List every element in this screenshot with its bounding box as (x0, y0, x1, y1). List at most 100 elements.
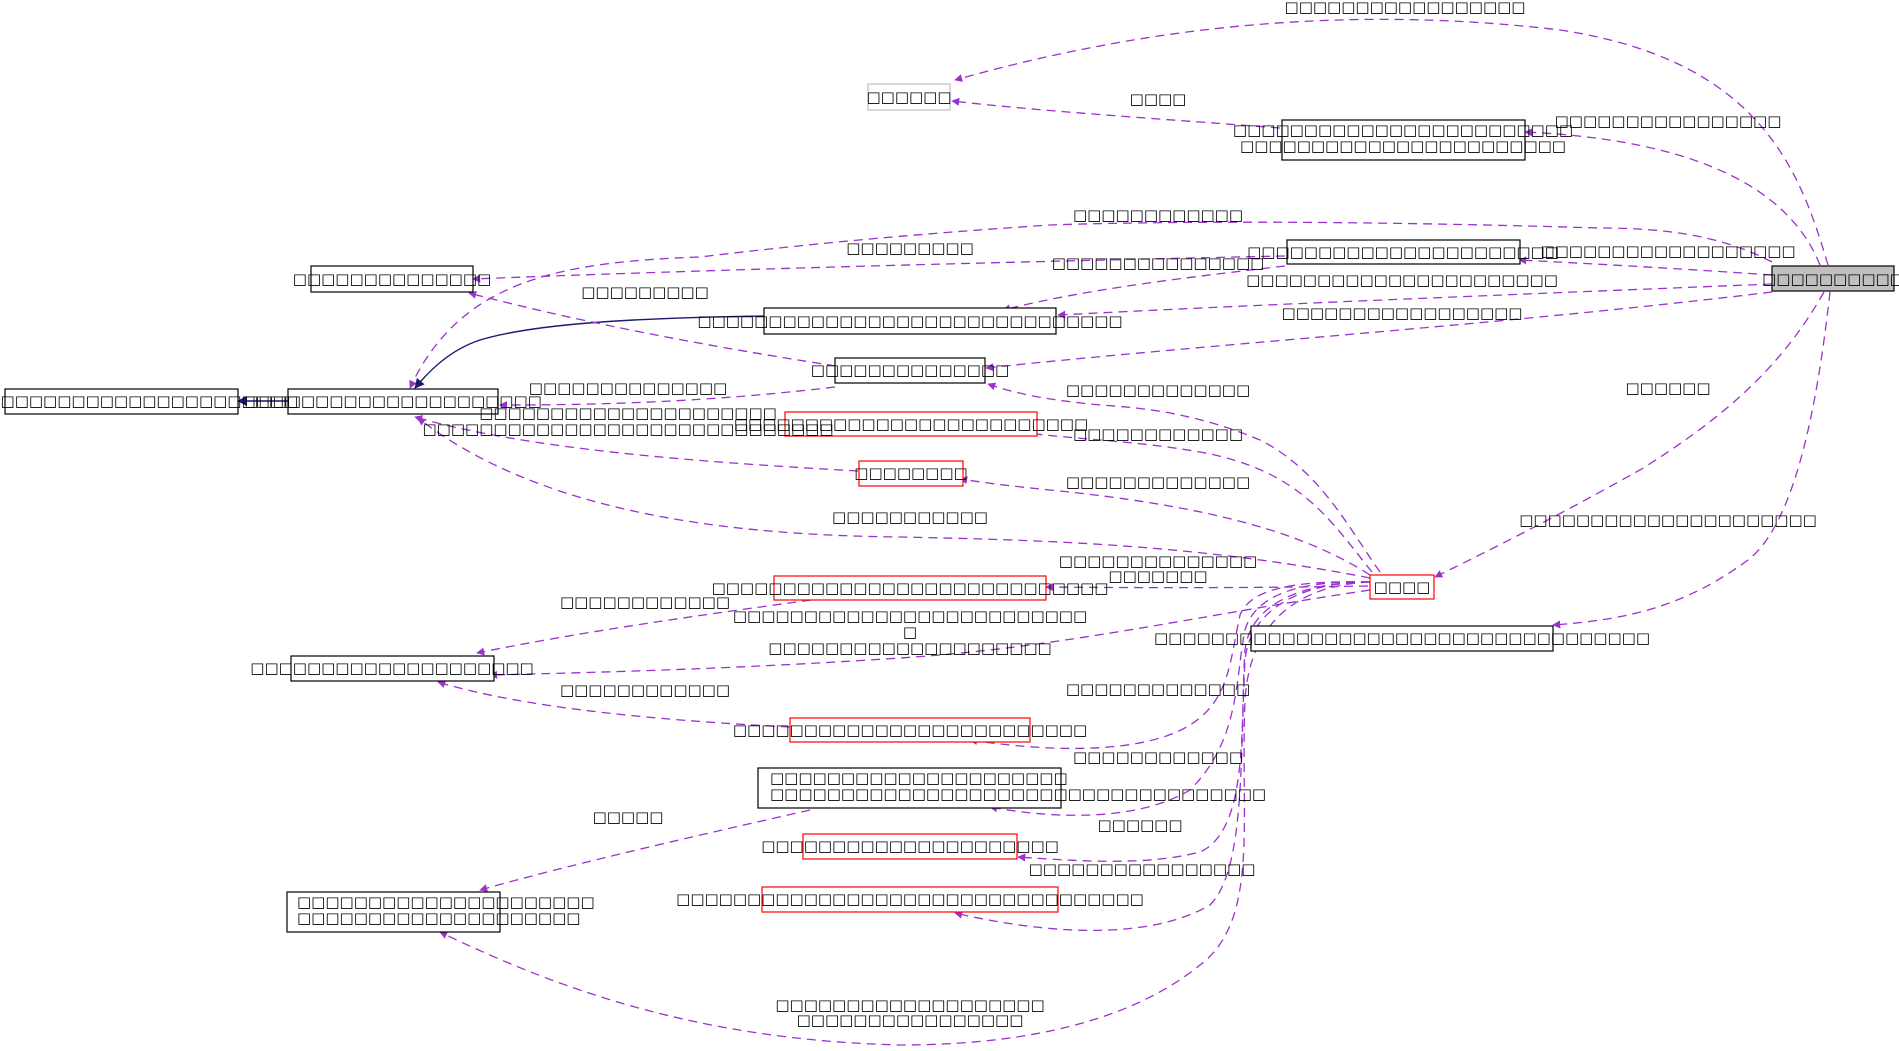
node-two-line-left-label-2: □□□□□□□□□□□□□□□□□□□□ (297, 909, 580, 927)
node-red-1-label: □□□□□□□□□□□□□□□□□□□□□□□□□ (734, 415, 1088, 433)
node-focus-label: □□□□□□□□□□ (1762, 270, 1899, 288)
node-red-3-label: □□□□□□□□□□□□□□□□□□□□□□□□□□□□ (712, 579, 1109, 597)
node-red-6-label: □□□□□□□□□□□□□□□□□□□□□□□□□□□□□□□□□ (676, 890, 1144, 908)
edge-red-2-to-left-hub (414, 415, 859, 472)
edge-label-center-small-from-focus: □□□□□□□□□□□□□□□□□ (1282, 304, 1523, 322)
edge-label-two-line-top: □□□□□□□□□□□□□□□□ (1555, 112, 1782, 130)
node-red-5-label: □□□□□□□□□□□□□□□□□□□□□ (761, 837, 1059, 855)
edge-center-small-to-left-hub (499, 386, 836, 409)
edge-label-left-mid-from-red4: □□□□□□□□□□□□ (560, 681, 730, 699)
node-two-line-left-label-1: □□□□□□□□□□□□□□□□□□□□□ (297, 893, 595, 911)
edge-red-hub-to-left-hub-arc (417, 417, 1371, 579)
edge-label-red-3-1: □□□□□□□□□□□□□□ (1059, 552, 1257, 570)
edge-label-small-from-red-hub: □□□□□□□□□□□□□ (1066, 381, 1250, 399)
edge-label-hub-two-line-2: □□□□□□□□□□□□□□□□□□□□□□□□□□□□□ (423, 420, 834, 438)
node-top-gray[interactable]: □□□□□□ (866, 83, 952, 111)
edge-red-hub-to-two-line-center (989, 581, 1371, 816)
edge-red-hub-to-red-6 (954, 581, 1371, 932)
node-red-1[interactable]: □□□□□□□□□□□□□□□□□□□□□□□□□ (734, 411, 1088, 437)
node-two-line-left[interactable]: □□□□□□□□□□□□□□□□□□□□□ □□□□□□□□□□□□□□□□□□… (286, 891, 595, 933)
edge-label-left-upper-arc: □□□□□□□□□□□□ (1073, 206, 1243, 224)
node-far-left-label: □□□□□□□□□□□□□□□□□□□□□□□□□ (0, 392, 298, 410)
node-left-upper-label: □□□□□□□□□□□□□□ (293, 270, 491, 288)
edge-label-hub-from-red-hub: □□□□□□□□□□□ (832, 508, 988, 526)
edge-mid-right-to-center-long (1002, 265, 1286, 313)
edge-mid-right-to-left-upper (472, 255, 1286, 283)
node-two-line-center[interactable]: □□□□□□□□□□□□□□□□□□□□□ □□□□□□□□□□□□□□□□□□… (757, 767, 1266, 809)
edge-label-center-long: □□□□□□□□□□□□□□□□□□□□□□ (1246, 271, 1558, 289)
edge-label-left-upper-from-small: □□□□□□□□□ (581, 283, 709, 301)
node-two-line-top-label-2: □□□□□□□□□□□□□□□□□□□□□□□ (1240, 137, 1566, 155)
edge-red-3-to-left-mid (476, 597, 827, 656)
edge-label-left-mid-three-2: □ (903, 623, 917, 641)
edge-two-line-center-to-left-bottom (479, 809, 811, 892)
edge-center-long-to-left-hub (414, 315, 766, 389)
node-red-5[interactable]: □□□□□□□□□□□□□□□□□□□□□ (761, 833, 1059, 860)
node-far-left[interactable]: □□□□□□□□□□□□□□□□□□□□□□□□□ (0, 388, 298, 415)
node-red-2-label: □□□□□□□□ (854, 464, 967, 482)
edge-labels: □□□□□□□□□□□□□□□□□ □□□□ □□□□□□□□□□□□□□□□ … (423, 0, 1817, 1029)
edge-label-red-6: □□□□□□□□□□□□□□□□ (1029, 860, 1256, 878)
node-right-low-label: □□□□□□□□□□□□□□□□□□□□□□□□□□□□□□□□□□□ (1154, 629, 1650, 647)
edge-label-left-upper-mid: □□□□□□□□□ (846, 239, 974, 257)
node-red-hub[interactable]: □□□□ (1369, 574, 1435, 600)
edge-label-left-mid-three-1: □□□□□□□□□□□□□□□□□□□□□□□□□ (733, 607, 1087, 625)
edge-label-red-2: □□□□□□□□□□□□□ (1066, 473, 1250, 491)
node-red-4[interactable]: □□□□□□□□□□□□□□□□□□□□□□□□□ (733, 717, 1087, 743)
edges (237, 18, 1831, 1046)
edge-focus-to-top-gray (954, 18, 1829, 266)
node-red-3[interactable]: □□□□□□□□□□□□□□□□□□□□□□□□□□□□ (712, 575, 1109, 601)
edge-label-left-mid-three-3: □□□□□□□□□□□□□□□□□□□□ (768, 639, 1051, 657)
edge-label-mid-right-1: □□□□□□□□□□□□□□□□□□ (1540, 242, 1795, 260)
nodes: □□□□□□□□□□ □□□□□□ □□□□□□□□□□□□□□□□□□□□□□… (0, 83, 1899, 933)
edge-label-red-5: □□□□□□ (1097, 816, 1182, 834)
edge-label-red-3-2: □□□□□□□ (1108, 567, 1207, 585)
edge-label-mid-right-2: □□□□□□□□□□□□□□□ (1052, 254, 1265, 272)
node-top-gray-label: □□□□□□ (866, 88, 951, 106)
edge-red-hub-to-center-small (987, 382, 1381, 573)
node-center-small[interactable]: □□□□□□□□□□□□□□ (811, 357, 1009, 384)
node-center-long[interactable]: □□□□□□□□□□□□□□□□□□□□□□□□□□□□□□ (697, 307, 1123, 335)
edge-label-left-mid-from-red3: □□□□□□□□□□□□ (560, 593, 730, 611)
edge-red-hub-to-left-bottom (439, 581, 1371, 1046)
node-center-long-label: □□□□□□□□□□□□□□□□□□□□□□□□□□□□□□ (697, 312, 1122, 330)
edge-label-bottom-arc-2: □□□□□□□□□□□□□□□□ (797, 1011, 1024, 1029)
edge-red-hub-to-red-1 (1019, 428, 1373, 573)
edge-focus-to-two-line-top (1524, 128, 1821, 266)
node-two-line-top[interactable]: □□□□□□□□□□□□□□□□□□□□□□□□ □□□□□□□□□□□□□□□… (1233, 119, 1573, 161)
node-right-low[interactable]: □□□□□□□□□□□□□□□□□□□□□□□□□□□□□□□□□□□ (1154, 625, 1650, 652)
edge-label-focus-to-red-hub: □□□□□□ (1625, 379, 1710, 397)
node-red-4-label: □□□□□□□□□□□□□□□□□□□□□□□□□ (733, 721, 1087, 739)
node-center-small-label: □□□□□□□□□□□□□□ (811, 361, 1009, 379)
edge-focus-to-red-hub (1434, 291, 1825, 578)
edge-label-red-4: □□□□□□□□□□□□□ (1066, 680, 1250, 698)
node-left-hub-label: □□□□□□□□□□□□□□□□□□□□□ (244, 392, 542, 410)
edge-label-right-low: □□□□□□□□□□□□□□□□□□□□□ (1519, 511, 1817, 529)
edge-label-hub-from-small: □□□□□□□□□□□□□□ (529, 379, 727, 397)
edge-center-small-to-left-upper (468, 290, 837, 367)
edge-two-line-top-to-top-gray (951, 97, 1281, 129)
node-left-hub[interactable]: □□□□□□□□□□□□□□□□□□□□□ (244, 388, 542, 415)
edge-red-hub-to-red-3 (1045, 583, 1369, 592)
node-two-line-center-label-2: □□□□□□□□□□□□□□□□□□□□□□□□□□□□□□□□□□□ (770, 785, 1266, 803)
edge-focus-to-left-hub-arc (409, 221, 1773, 389)
edge-red-hub-to-red-5 (1017, 581, 1371, 862)
edge-label-gray-short: □□□□ (1130, 90, 1187, 108)
edge-label-bottom-arc-1: □□□□□□□□□□□□□□□□□□□ (775, 996, 1044, 1014)
edge-focus-to-right-low (1552, 291, 1831, 629)
node-mid-right[interactable]: □□□□□□□□□□□□□□□□□□□□□□ (1247, 239, 1559, 265)
edge-label-hub-two-line-1: □□□□□□□□□□□□□□□□□□□□□ (479, 404, 777, 422)
edge-label-red-1: □□□□□□□□□□□□ (1073, 425, 1243, 443)
node-mid-right-label: □□□□□□□□□□□□□□□□□□□□□□ (1247, 243, 1559, 261)
edge-focus-to-center-small (985, 291, 1773, 372)
edge-label-top-arc: □□□□□□□□□□□□□□□□□ (1285, 0, 1526, 16)
edge-label-left-bottom-short: □□□□□ (593, 808, 664, 826)
node-left-mid[interactable]: □□□□□□□□□□□□□□□□□□□□ (250, 655, 534, 682)
node-focus[interactable]: □□□□□□□□□□ (1762, 265, 1899, 292)
edge-label-two-line-center: □□□□□□□□□□□□ (1073, 748, 1243, 766)
node-two-line-center-label-1: □□□□□□□□□□□□□□□□□□□□□ (770, 769, 1068, 787)
edge-red-hub-to-left-mid (489, 589, 1371, 679)
node-red-6[interactable]: □□□□□□□□□□□□□□□□□□□□□□□□□□□□□□□□□ (676, 886, 1144, 913)
node-red-2[interactable]: □□□□□□□□ (854, 460, 968, 487)
node-left-upper[interactable]: □□□□□□□□□□□□□□ (293, 265, 491, 293)
